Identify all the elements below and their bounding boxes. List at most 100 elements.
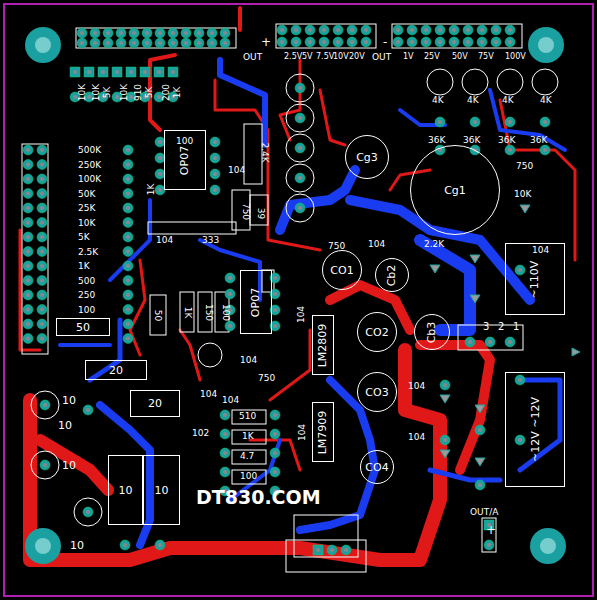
component-label: Cg1 bbox=[444, 185, 466, 196]
bottom-traces bbox=[60, 60, 565, 545]
capacitor-outline: CO1 bbox=[322, 250, 362, 290]
capacitor-outline: Cb2 bbox=[375, 258, 409, 292]
silkscreen-label: OUT bbox=[243, 53, 262, 62]
silkscreen-label: 39 bbox=[256, 208, 265, 219]
silkscreen-label: 5K bbox=[145, 87, 154, 99]
silkscreen-label: 10 bbox=[62, 460, 76, 471]
silkscreen-label: 20V bbox=[349, 53, 365, 61]
silkscreen-label: 104 bbox=[200, 390, 217, 399]
silkscreen-label: 104 bbox=[228, 166, 245, 175]
silkscreen-label: 100 bbox=[221, 304, 230, 321]
silkscreen-label: 50V bbox=[452, 53, 468, 61]
silkscreen-label: 4K bbox=[432, 96, 444, 105]
silkscreen-label: 36K bbox=[463, 136, 480, 145]
silkscreen-label: 10K bbox=[514, 190, 531, 199]
silkscreen-label: 104 bbox=[222, 396, 239, 405]
silkscreen-label: 7.5V bbox=[316, 53, 334, 61]
silkscreen-label: 50 bbox=[153, 310, 162, 321]
component-label: 50 bbox=[76, 322, 90, 333]
silkscreen-label: 100K bbox=[78, 175, 101, 184]
component-label: LM7909 bbox=[318, 410, 329, 454]
silkscreen-label: 500K bbox=[78, 146, 101, 155]
silkscreen-label: 36K bbox=[428, 136, 445, 145]
silkscreen-label: 4K bbox=[467, 96, 479, 105]
silkscreen-label: - bbox=[383, 36, 387, 48]
silkscreen-outlines bbox=[22, 24, 558, 572]
component-label: ~12V ~12V bbox=[530, 397, 541, 462]
silkscreen-label: 10K bbox=[120, 84, 129, 101]
component-label: 20 bbox=[148, 398, 162, 409]
silkscreen-label: 10 bbox=[62, 395, 76, 406]
silkscreen-label: 50K bbox=[78, 190, 95, 199]
capacitor-outline: CO4 bbox=[360, 450, 394, 484]
silkscreen-label: 10K bbox=[78, 84, 87, 101]
silkscreen-label: 200 bbox=[162, 84, 171, 101]
component-outline: LM7909 bbox=[312, 402, 334, 462]
silkscreen-label: OUT bbox=[372, 53, 391, 62]
silkscreen-label: 4.7 bbox=[240, 452, 254, 461]
silkscreen-label: 250 bbox=[78, 291, 95, 300]
component-outline: 10 bbox=[143, 455, 180, 525]
silkscreen-label: 3 bbox=[483, 322, 489, 332]
silkscreen-label: 100 bbox=[78, 306, 95, 315]
silkscreen-label: 75V bbox=[478, 53, 494, 61]
silkscreen-label: 1K bbox=[78, 262, 90, 271]
component-label: ~110V bbox=[530, 260, 541, 298]
capacitor-outline: Cg3 bbox=[345, 135, 389, 179]
silkscreen-label: 104 bbox=[408, 433, 425, 442]
component-label: 10 bbox=[119, 485, 133, 496]
component-outline: LM2809 bbox=[312, 315, 334, 375]
silkscreen-label: 10V bbox=[333, 53, 349, 61]
silkscreen-label: 5K bbox=[78, 233, 90, 242]
silkscreen-label: 2.5K bbox=[78, 248, 98, 257]
component-label: CO2 bbox=[365, 327, 388, 338]
capacitor-outline: Cg1 bbox=[410, 145, 500, 235]
capacitor-outline: CO3 bbox=[357, 372, 397, 412]
silkscreen-label: 750 bbox=[258, 374, 275, 383]
silkscreen-label: 10 bbox=[58, 420, 72, 431]
silkscreen-label: 102 bbox=[192, 429, 209, 438]
silkscreen-label: 750 bbox=[516, 162, 533, 171]
component-outline: 20 bbox=[85, 360, 147, 380]
silkscreen-label: 500 bbox=[78, 277, 95, 286]
capacitor-outline: CO2 bbox=[357, 312, 397, 352]
silkscreen-label: 36K bbox=[498, 136, 515, 145]
component-outline: 10 bbox=[108, 455, 143, 525]
component-label: OP07 bbox=[250, 287, 261, 316]
silkscreen-label: 5K bbox=[103, 87, 112, 99]
silkscreen-label: 10K bbox=[92, 84, 101, 101]
component-outline: OP07 bbox=[240, 270, 272, 334]
silkscreen-label: 250K bbox=[78, 161, 101, 170]
silkscreen-label: 2.4K bbox=[260, 142, 269, 162]
silkscreen-label: 104 bbox=[240, 356, 257, 365]
mounting-holes bbox=[25, 27, 566, 564]
silkscreen-label: 104 bbox=[532, 246, 549, 255]
silkscreen-label: OUT/A bbox=[470, 508, 498, 517]
silkscreen-label: 104 bbox=[156, 236, 173, 245]
silkscreen-label: 104 bbox=[368, 240, 385, 249]
silkscreen-label: 1V bbox=[403, 53, 414, 61]
component-outline: ~12V ~12V bbox=[505, 372, 565, 487]
capacitor-outline: Cb3 bbox=[414, 314, 450, 350]
silkscreen-label: + bbox=[261, 36, 271, 48]
silkscreen-label: 1 bbox=[513, 322, 519, 332]
component-label: OP07 bbox=[179, 145, 190, 174]
silkscreen-label: 36K bbox=[530, 136, 547, 145]
silkscreen-label: 1K bbox=[173, 87, 182, 99]
component-label: 10 bbox=[155, 485, 169, 496]
silkscreen-label: 4K bbox=[502, 96, 514, 105]
silkscreen-label: 4K bbox=[540, 96, 552, 105]
component-label: 20 bbox=[109, 365, 123, 376]
silkscreen-label: 25K bbox=[78, 204, 95, 213]
component-label: CO4 bbox=[365, 462, 388, 473]
component-label: CO1 bbox=[330, 265, 353, 276]
component-label: Cb3 bbox=[426, 321, 437, 343]
silkscreen-label: 750 bbox=[328, 242, 345, 251]
silkscreen-label: + bbox=[486, 524, 496, 536]
silkscreen-label: 2 bbox=[498, 322, 504, 332]
component-label: Cg3 bbox=[356, 152, 378, 163]
component-outline: 50 bbox=[56, 318, 110, 336]
silkscreen-label: 910 bbox=[134, 84, 143, 101]
